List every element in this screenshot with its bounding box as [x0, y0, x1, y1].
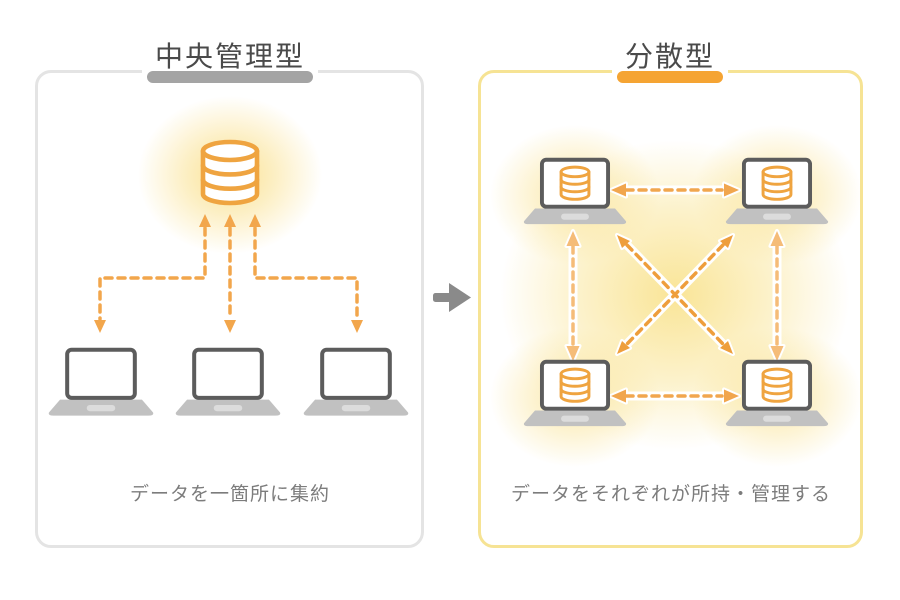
laptop-icon [304, 350, 409, 416]
right-arrow-icon [433, 283, 471, 312]
centralized-links [98, 226, 359, 321]
laptop-icon [176, 350, 281, 416]
laptop-database-icon [726, 160, 828, 224]
mesh-arrowheads-diagonal [617, 235, 733, 354]
distributed-caption: データをそれぞれが所持・管理する [510, 484, 832, 505]
mesh-arrowheads-horizontal [611, 183, 739, 403]
centralized-caption: データを一箇所に集約 [129, 484, 331, 505]
centralized-title: 中央管理型 [141, 38, 319, 88]
distributed-title-text: 分散型 [624, 41, 716, 72]
centralized-title-text: 中央管理型 [154, 41, 306, 72]
database-icon [203, 142, 257, 203]
mesh-links-diagonal [625, 243, 725, 346]
mesh-arrowheads-vertical [566, 231, 784, 361]
distributed-title: 分散型 [611, 38, 729, 88]
laptop-icon [49, 350, 154, 416]
mesh-links-horizontal [624, 188, 724, 398]
laptop-database-icon [726, 362, 828, 426]
mesh-links-vertical [571, 244, 779, 348]
centralized-arrowheads [94, 214, 363, 333]
centralized-title-underline [146, 71, 314, 83]
distributed-title-underline [616, 71, 724, 83]
